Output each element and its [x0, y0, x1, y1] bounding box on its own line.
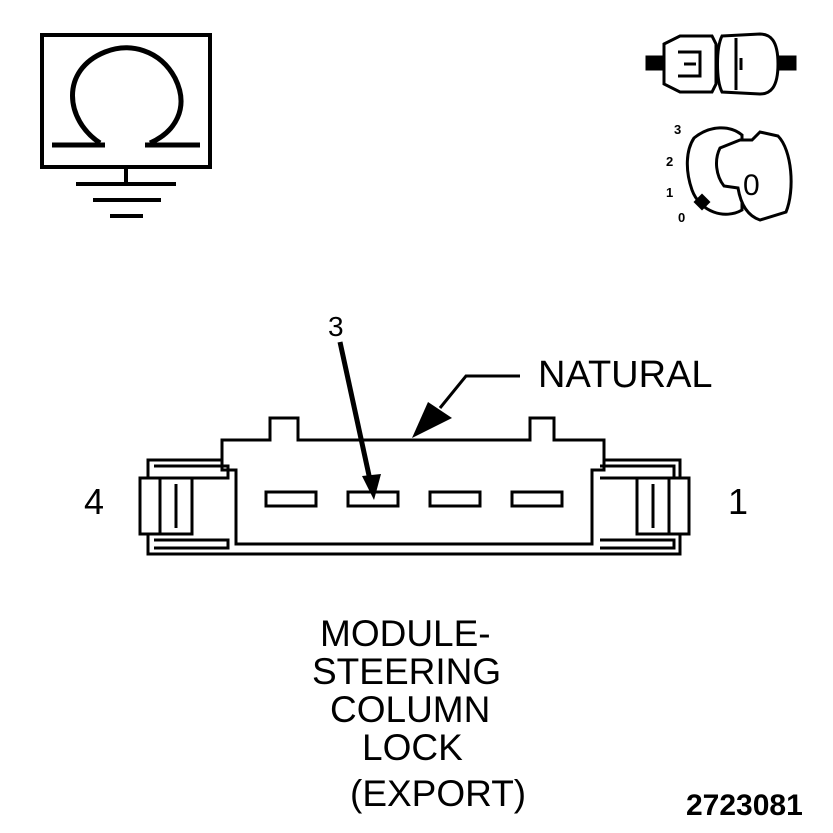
title-line-3: COLUMN: [330, 689, 490, 730]
connector-icon: [645, 32, 797, 96]
ignition-position-1: 1: [666, 185, 673, 200]
cavity-2: [428, 490, 482, 508]
connector-body: [138, 416, 691, 556]
figure-id: 2723081: [686, 789, 803, 822]
cavity-4: [264, 490, 318, 508]
ignition-position-3: 3: [674, 122, 681, 137]
title-line-5: (EXPORT): [350, 773, 526, 814]
ignition-position-2: 2: [666, 154, 673, 169]
pin-label-right: 1: [728, 481, 748, 522]
title-line-1: MODULE-: [320, 613, 491, 654]
ignition-key-label: 0: [743, 169, 760, 202]
color-callout-arrow: [412, 374, 520, 438]
cavity-1: [510, 490, 564, 508]
title-line-2: STEERING: [312, 651, 501, 692]
ignition-key-icon: 3 2 1 0 0: [666, 122, 793, 225]
pin-callout-label: 3: [328, 311, 344, 342]
title-line-4: LOCK: [362, 727, 463, 768]
color-label: NATURAL: [538, 354, 713, 396]
pin-label-left: 4: [84, 481, 104, 522]
ignition-position-0: 0: [678, 210, 685, 225]
ground-icon: [40, 33, 212, 218]
pin-3-callout-arrow: [337, 341, 381, 500]
